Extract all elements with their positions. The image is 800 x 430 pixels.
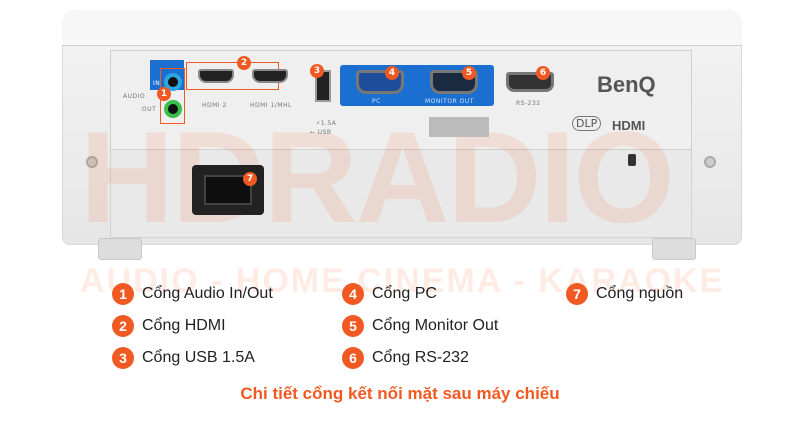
brand-logo: BenQ — [597, 72, 656, 97]
audio-in-label: IN — [153, 80, 161, 87]
watermark-tagline: AUDIO - HOME CINEMA - KARAOKE — [80, 262, 725, 300]
legend-number: 6 — [342, 347, 364, 369]
port-badge-3: 3 — [310, 64, 324, 78]
left-foot — [98, 238, 142, 260]
sticker-area — [429, 117, 489, 137]
screw-icon — [704, 156, 716, 168]
legend-item: 5 Cổng Monitor Out — [342, 315, 498, 337]
audio-in-jack — [164, 73, 182, 91]
legend-number: 5 — [342, 315, 364, 337]
legend-label: Cổng HDMI — [142, 317, 226, 334]
audio-out-label: OUT — [142, 106, 157, 113]
legend-item: 3 Cổng USB 1.5A — [112, 347, 273, 369]
legend-number: 7 — [566, 283, 588, 305]
hdmi-logo: HDMI — [612, 118, 646, 133]
legend-number: 2 — [112, 315, 134, 337]
port-badge-4: 4 — [385, 66, 399, 80]
legend-col-2: 4 Cổng PC 5 Cổng Monitor Out 6 Cổng RS-232 — [342, 283, 498, 369]
hdmi2-port — [198, 69, 234, 83]
monitor-out-label: MONITOR OUT — [425, 98, 474, 105]
pc-label: PC — [372, 98, 381, 105]
legend-label: Cổng PC — [372, 285, 437, 302]
legend-item: 1 Cổng Audio In/Out — [112, 283, 273, 305]
usb-text: USB — [317, 129, 332, 136]
port-badge-5: 5 — [462, 66, 476, 80]
legend-number: 1 — [112, 283, 134, 305]
right-foot — [652, 238, 696, 260]
legend-label: Cổng Audio In/Out — [142, 285, 273, 302]
legend-item: 6 Cổng RS-232 — [342, 347, 498, 369]
screw-icon — [86, 156, 98, 168]
pc-port — [356, 70, 404, 94]
kensington-lock — [628, 154, 636, 166]
projector-top — [62, 10, 742, 46]
legend-col-1: 1 Cổng Audio In/Out 2 Cổng HDMI 3 Cổng USB … — [112, 283, 273, 369]
rs232-label: RS-232 — [516, 100, 541, 107]
port-badge-1: 1 — [157, 87, 171, 101]
usb-icon: ⭠ — [310, 129, 318, 136]
legend-number: 3 — [112, 347, 134, 369]
usb-power-label: ⚡1.5A — [316, 120, 337, 127]
port-badge-7: 7 — [243, 172, 257, 186]
hdmi1-label: HDMI 1/MHL — [250, 102, 292, 109]
monitor-out-port — [430, 70, 478, 94]
legend-label: Cổng USB 1.5A — [142, 349, 255, 366]
legend-item: 7 Cổng nguồn — [566, 283, 683, 305]
legend-item: 4 Cổng PC — [342, 283, 498, 305]
dlp-logo: DLP — [572, 116, 602, 131]
legend-label: Cổng nguồn — [596, 285, 684, 302]
legend-label: Cổng RS-232 — [372, 349, 469, 366]
usb-label: ⭠ USB — [310, 129, 332, 137]
caption: Chi tiết cổng kết nối mặt sau máy chiếu — [240, 384, 560, 403]
legend-col-3: 7 Cổng nguồn — [566, 283, 683, 305]
hdmi2-label: HDMI 2 — [202, 102, 227, 109]
hdmi1-port — [252, 69, 288, 83]
port-badge-2: 2 — [237, 56, 251, 70]
port-badge-6: 6 — [536, 66, 550, 80]
legend-number: 4 — [342, 283, 364, 305]
audio-label: AUDIO — [123, 93, 146, 100]
audio-out-jack — [164, 100, 182, 118]
legend-item: 2 Cổng HDMI — [112, 315, 273, 337]
legend-label: Cổng Monitor Out — [372, 317, 499, 334]
watermark-logo: HDRADIO — [80, 104, 675, 250]
